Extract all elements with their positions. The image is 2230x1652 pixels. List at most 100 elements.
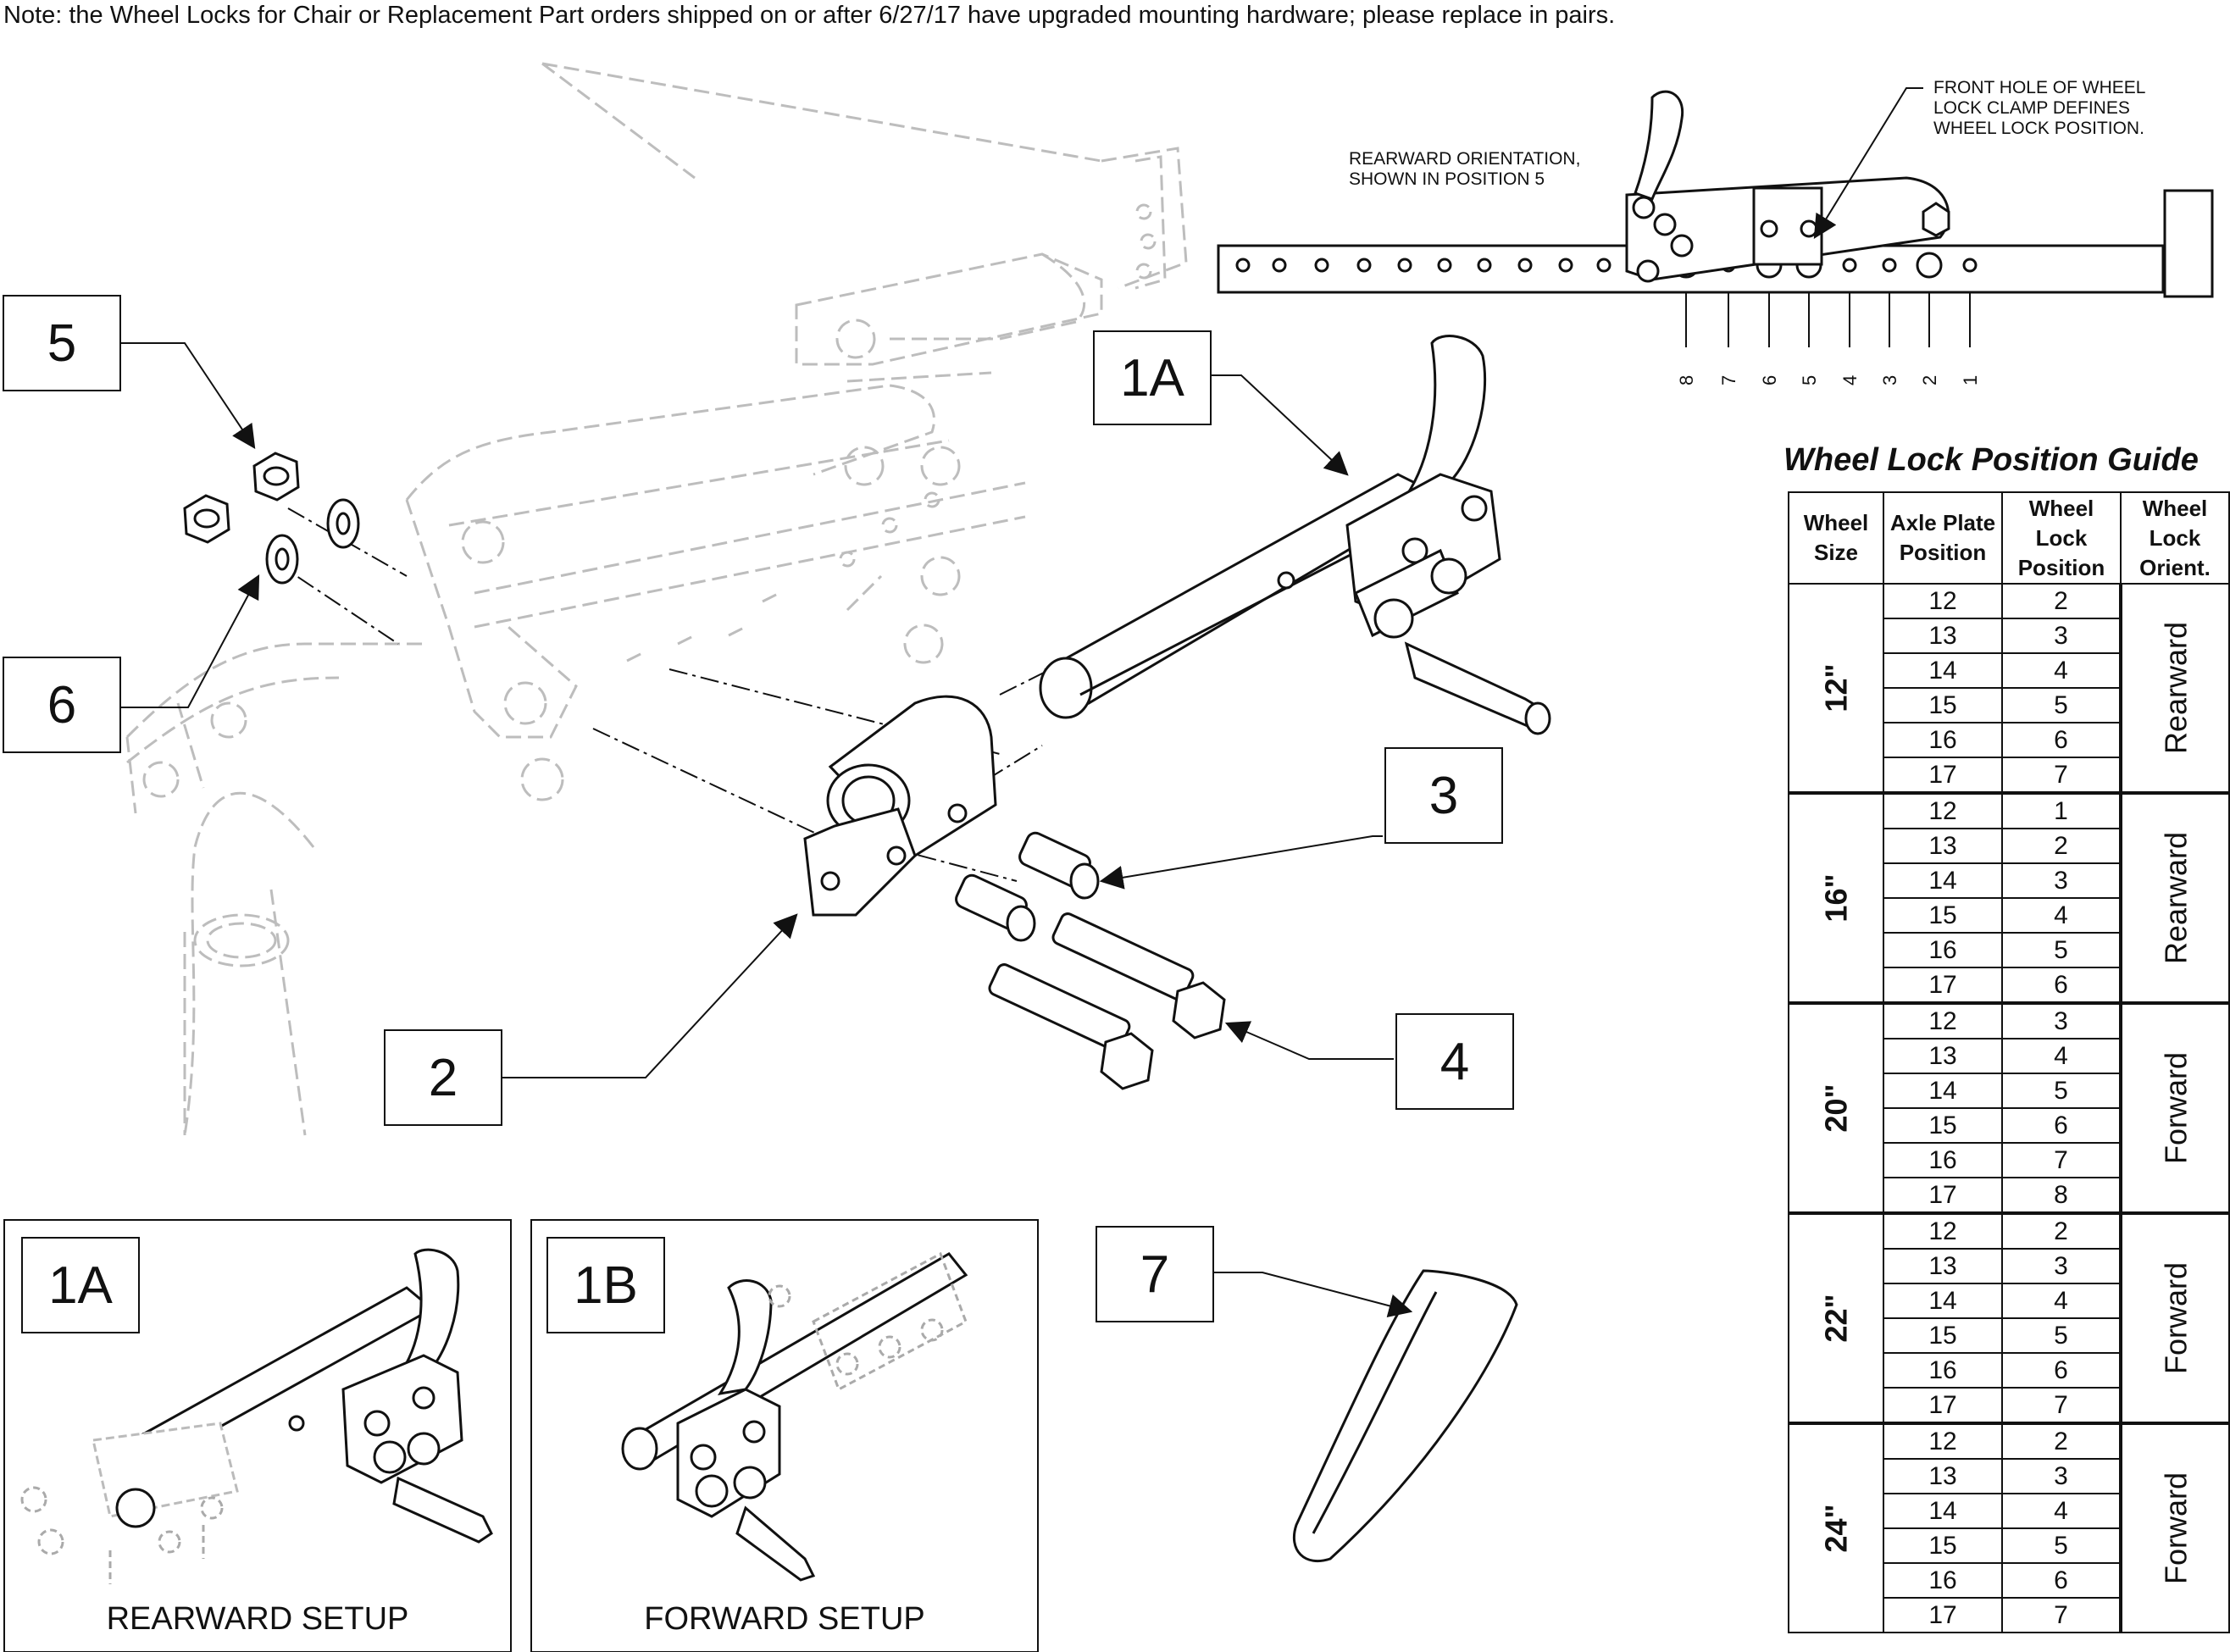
wheel-lock-orient-label: Rearward bbox=[2158, 621, 2193, 755]
hex-bolt-upper bbox=[1051, 912, 1195, 1001]
axle-pos-6: 6 bbox=[1759, 375, 1780, 385]
wheel-lock-position-cell: 6 bbox=[2001, 967, 2122, 1004]
wheel-lock-position-cell: 7 bbox=[2001, 1387, 2122, 1424]
axle-plate-position-cell: 13 bbox=[1883, 828, 2003, 864]
wheel-lock-position-cell: 7 bbox=[2001, 1142, 2122, 1178]
axle-plate-position-cell: 15 bbox=[1883, 1527, 2003, 1564]
wheel-lock-orient-cell: Forward bbox=[2120, 1211, 2230, 1424]
axle-pos-1: 1 bbox=[1960, 375, 1981, 385]
wheel-lock-position-cell: 4 bbox=[2001, 652, 2122, 689]
axle-plate-position-cell: 17 bbox=[1883, 1387, 2003, 1424]
wheel-size-cell: 22" bbox=[1788, 1211, 1884, 1424]
callout-4: 4 bbox=[1395, 1013, 1514, 1110]
inset-forward-drawing bbox=[621, 1251, 968, 1582]
axle-plate-position-cell: 14 bbox=[1883, 1073, 2003, 1109]
wheel-lock-position-cell: 5 bbox=[2001, 1527, 2122, 1564]
axle-plate-detail bbox=[1217, 90, 2214, 298]
handle-grip-part-7 bbox=[1292, 1269, 1518, 1563]
wheel-lock-position-cell: 7 bbox=[2001, 1597, 2122, 1633]
axle-pos-4: 4 bbox=[1839, 375, 1861, 385]
axle-plate-position-cell: 17 bbox=[1883, 1597, 2003, 1633]
wheel-lock-position-cell: 1 bbox=[2001, 791, 2122, 829]
wheel-lock-orient-label: Forward bbox=[2158, 1261, 2193, 1375]
header-axle-plate-position: Axle Plate Position bbox=[1883, 491, 2003, 585]
leader-lines bbox=[119, 342, 1413, 1318]
wheel-size-cell: 24" bbox=[1788, 1422, 1884, 1633]
inset-callout-1a: 1A bbox=[21, 1237, 140, 1333]
axle-plate-position-cell: 16 bbox=[1883, 932, 2003, 968]
wheel-lock-position-cell: 4 bbox=[2001, 897, 2122, 934]
header-wheel-lock-position: Wheel Lock Position bbox=[2001, 491, 2122, 585]
wheel-lock-position-cell: 5 bbox=[2001, 687, 2122, 723]
wheel-size-cell: 16" bbox=[1788, 791, 1884, 1004]
callout-2: 2 bbox=[384, 1029, 502, 1126]
wheel-size-label: 20" bbox=[1818, 1084, 1854, 1133]
wheel-size-cell: 12" bbox=[1788, 583, 1884, 794]
wheel-lock-assembly bbox=[1039, 335, 1551, 735]
axle-pos-3: 3 bbox=[1879, 375, 1900, 385]
axle-position-labels: 8 7 6 5 4 3 2 1 bbox=[1676, 375, 1981, 385]
wheel-lock-position-cell: 3 bbox=[2001, 1248, 2122, 1284]
axle-plate-position-cell: 15 bbox=[1883, 1107, 2003, 1144]
axle-plate-position-cell: 12 bbox=[1883, 1422, 2003, 1460]
caption-rearward-setup: REARWARD SETUP bbox=[106, 1601, 409, 1637]
inset-forward-frame bbox=[530, 1219, 1039, 1652]
axle-lever bbox=[1634, 90, 1684, 201]
wheel-size-cell: 20" bbox=[1788, 1001, 1884, 1214]
wheel-lock-orient-label: Forward bbox=[2158, 1051, 2193, 1165]
callout-7: 7 bbox=[1096, 1226, 1214, 1322]
axle-pos-5: 5 bbox=[1799, 375, 1820, 385]
wheel-lock-position-cell: 5 bbox=[2001, 1317, 2122, 1354]
nut-washer-hardware bbox=[183, 452, 360, 585]
axle-pos-8: 8 bbox=[1676, 375, 1697, 385]
caption-forward-setup: FORWARD SETUP bbox=[644, 1601, 925, 1637]
axle-plate-position-cell: 15 bbox=[1883, 1317, 2003, 1354]
axle-plate-position-cell: 12 bbox=[1883, 1211, 2003, 1250]
inset-rearward-frame bbox=[3, 1219, 512, 1652]
callout-1a: 1A bbox=[1093, 330, 1212, 425]
wheel-lock-position-cell: 3 bbox=[2001, 618, 2122, 654]
axle-pos-2: 2 bbox=[1919, 375, 1940, 385]
wheel-lock-orient-cell: Forward bbox=[2120, 1422, 2230, 1633]
axle-plate-position-cell: 14 bbox=[1883, 1493, 2003, 1529]
axle-plate-position-cell: 15 bbox=[1883, 897, 2003, 934]
wheel-lock-position-cell: 7 bbox=[2001, 757, 2122, 794]
wheel-lock-position-cell: 6 bbox=[2001, 1352, 2122, 1389]
axle-plate-position-cell: 16 bbox=[1883, 722, 2003, 758]
wheel-lock-position-cell: 6 bbox=[2001, 722, 2122, 758]
callout-5: 5 bbox=[3, 295, 121, 391]
wheel-lock-position-cell: 2 bbox=[2001, 583, 2122, 619]
hex-bolt-lower bbox=[988, 963, 1131, 1052]
header-wheel-size: Wheel Size bbox=[1788, 491, 1884, 585]
axle-plate-position-cell: 12 bbox=[1883, 1001, 2003, 1039]
wheel-size-label: 12" bbox=[1818, 663, 1854, 712]
wheel-lock-orient-cell: Rearward bbox=[2120, 583, 2230, 794]
wheel-lock-orient-label: Forward bbox=[2158, 1472, 2193, 1585]
guide-title: Wheel Lock Position Guide bbox=[1783, 442, 2199, 478]
axle-plate-position-cell: 15 bbox=[1883, 687, 2003, 723]
axle-plate-position-cell: 14 bbox=[1883, 652, 2003, 689]
axle-plate-position-cell: 13 bbox=[1883, 1248, 2003, 1284]
inset-rearward-drawing bbox=[20, 1248, 493, 1584]
wheel-lock-orient-cell: Forward bbox=[2120, 1001, 2230, 1214]
wheel-lock-position-cell: 2 bbox=[2001, 1211, 2122, 1250]
axle-plate-position-cell: 13 bbox=[1883, 1458, 2003, 1494]
